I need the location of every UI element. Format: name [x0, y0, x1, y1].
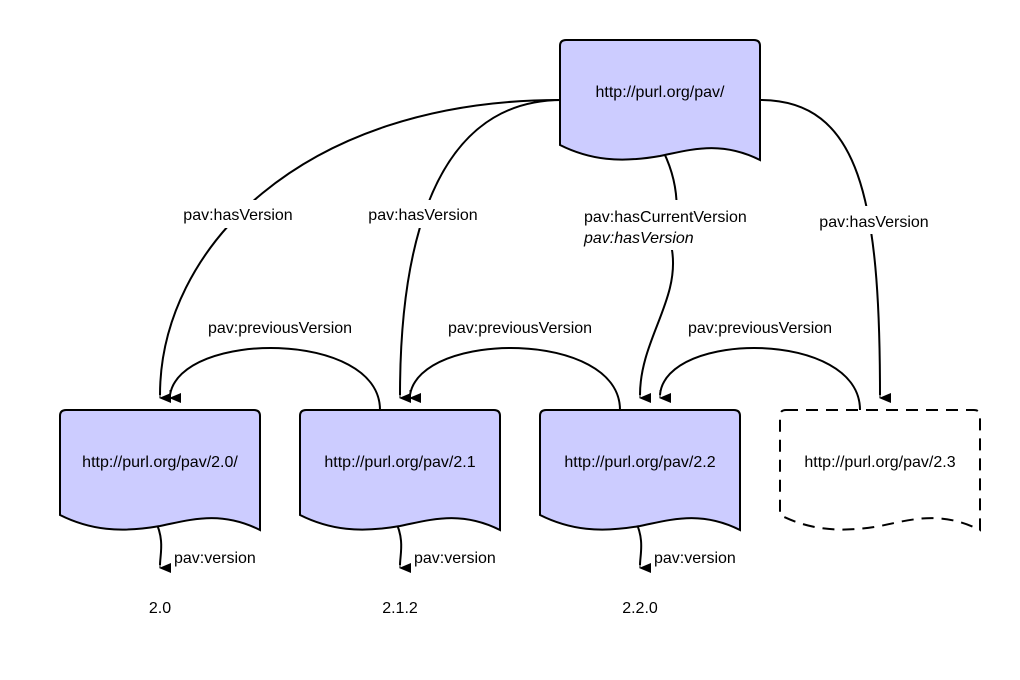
node-v2-3-label: http://purl.org/pav/2.3 [804, 454, 955, 471]
value-2-0: 2.0 [149, 600, 171, 617]
value-2-2-0: 2.2.0 [622, 600, 658, 617]
edge-previousversion-2-3-to-2-2 [659, 346, 861, 411]
node-v2-2-label: http://purl.org/pav/2.2 [564, 454, 715, 471]
label-hasversion-4: pav:hasVersion [819, 214, 928, 231]
edge-previousversion-2-2-to-2-1 [409, 346, 621, 411]
label-previousversion-2: pav:previousVersion [448, 320, 592, 337]
label-hasversion-2: pav:hasVersion [368, 207, 477, 224]
label-previousversion-1: pav:previousVersion [208, 320, 352, 337]
node-v2-3: http://purl.org/pav/2.3 [779, 409, 981, 532]
node-v2-0-label: http://purl.org/pav/2.0/ [82, 454, 238, 471]
label-version-2: pav:version [414, 550, 496, 567]
label-version-3: pav:version [654, 550, 736, 567]
node-root-label: http://purl.org/pav/ [596, 84, 726, 101]
edge-hasversion-2-3 [759, 99, 881, 396]
node-v2-1: http://purl.org/pav/2.1 [299, 409, 501, 532]
node-v2-1-label: http://purl.org/pav/2.1 [324, 454, 475, 471]
label-hasversion-italic: pav:hasVersion [583, 230, 694, 247]
edge-previousversion-2-1-to-2-0 [169, 346, 381, 411]
edge-hasversion-2-0 [159, 99, 561, 396]
edge-hascurrentversion-2-2 [639, 144, 678, 396]
label-hasversion-1: pav:hasVersion [183, 207, 292, 224]
label-version-1: pav:version [174, 550, 256, 567]
label-previousversion-3: pav:previousVersion [688, 320, 832, 337]
value-2-1-2: 2.1.2 [382, 600, 418, 617]
node-root: http://purl.org/pav/ [559, 39, 761, 162]
node-v2-0: http://purl.org/pav/2.0/ [59, 409, 261, 532]
label-hascurrentversion: pav:hasCurrentVersion [584, 209, 747, 226]
node-v2-2: http://purl.org/pav/2.2 [539, 409, 741, 532]
